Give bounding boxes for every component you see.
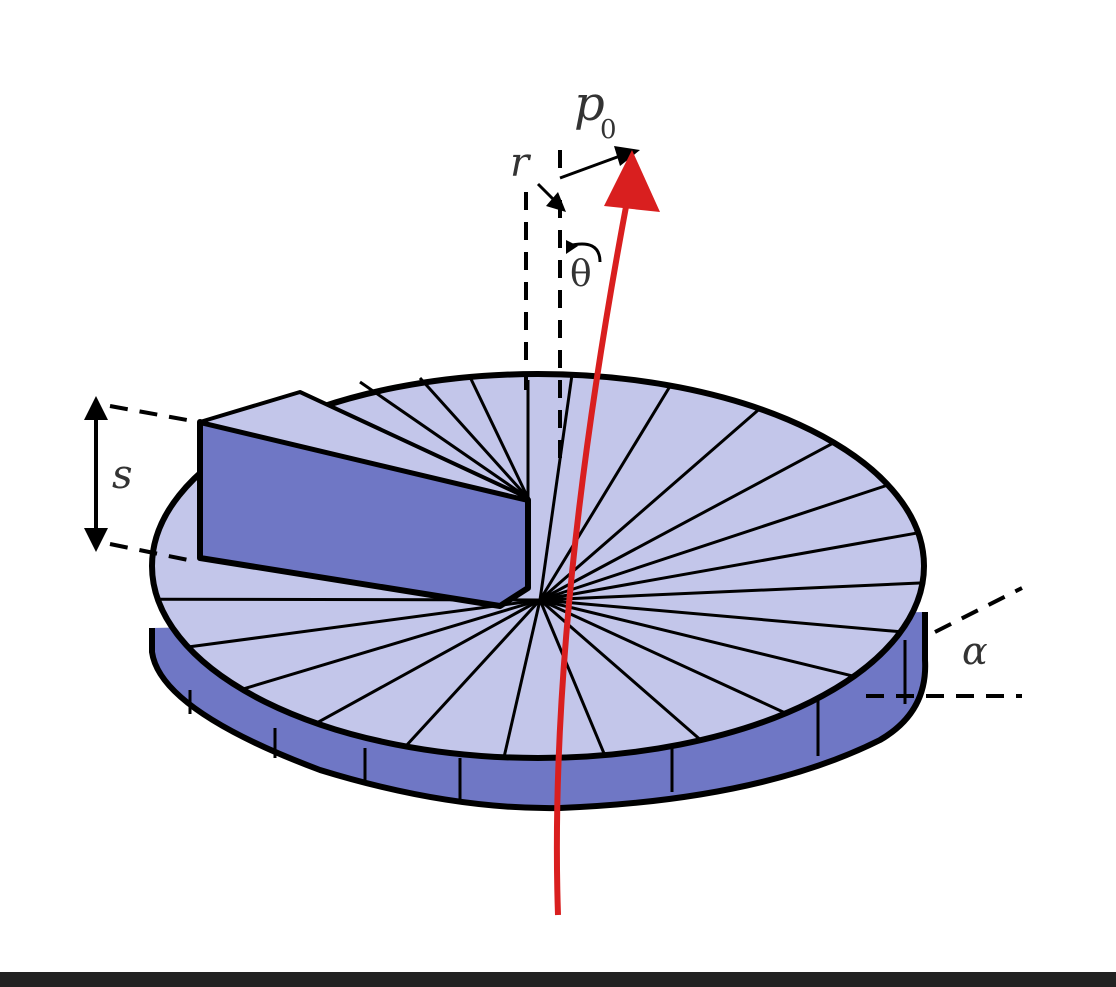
segment-line [539, 598, 787, 715]
r-arrow [536, 182, 566, 212]
segment-line [539, 407, 761, 602]
s-dimension-arrow [84, 396, 108, 552]
bottom-border [0, 972, 1116, 987]
r-label: r [510, 140, 532, 186]
segment-line [359, 380, 529, 500]
p-subscript-label: 0 [600, 115, 617, 145]
p0-arrow [559, 146, 640, 180]
segment-line [187, 598, 541, 649]
segment-line [539, 441, 835, 602]
s-label: s [112, 452, 133, 498]
segment-line [502, 599, 542, 758]
segment-line [468, 376, 530, 499]
segment-line [539, 581, 923, 602]
segment-line [315, 598, 541, 725]
segment-line [404, 598, 542, 748]
theta-label: θ [570, 254, 592, 295]
p-label: p [574, 76, 605, 132]
segment-line [539, 598, 901, 634]
segment-line [538, 384, 672, 601]
step-block-top [198, 390, 530, 502]
segment-line [418, 376, 530, 500]
dashed-guides [109, 150, 1023, 698]
segment-line [538, 599, 607, 756]
light-beam [553, 150, 660, 916]
rim-segment-lines [188, 640, 907, 800]
alpha-label: α [962, 629, 988, 673]
segment-line [539, 483, 889, 602]
segment-line [241, 598, 541, 691]
segment-line [538, 374, 574, 601]
segment-line [539, 598, 855, 678]
segment-line [539, 531, 919, 602]
